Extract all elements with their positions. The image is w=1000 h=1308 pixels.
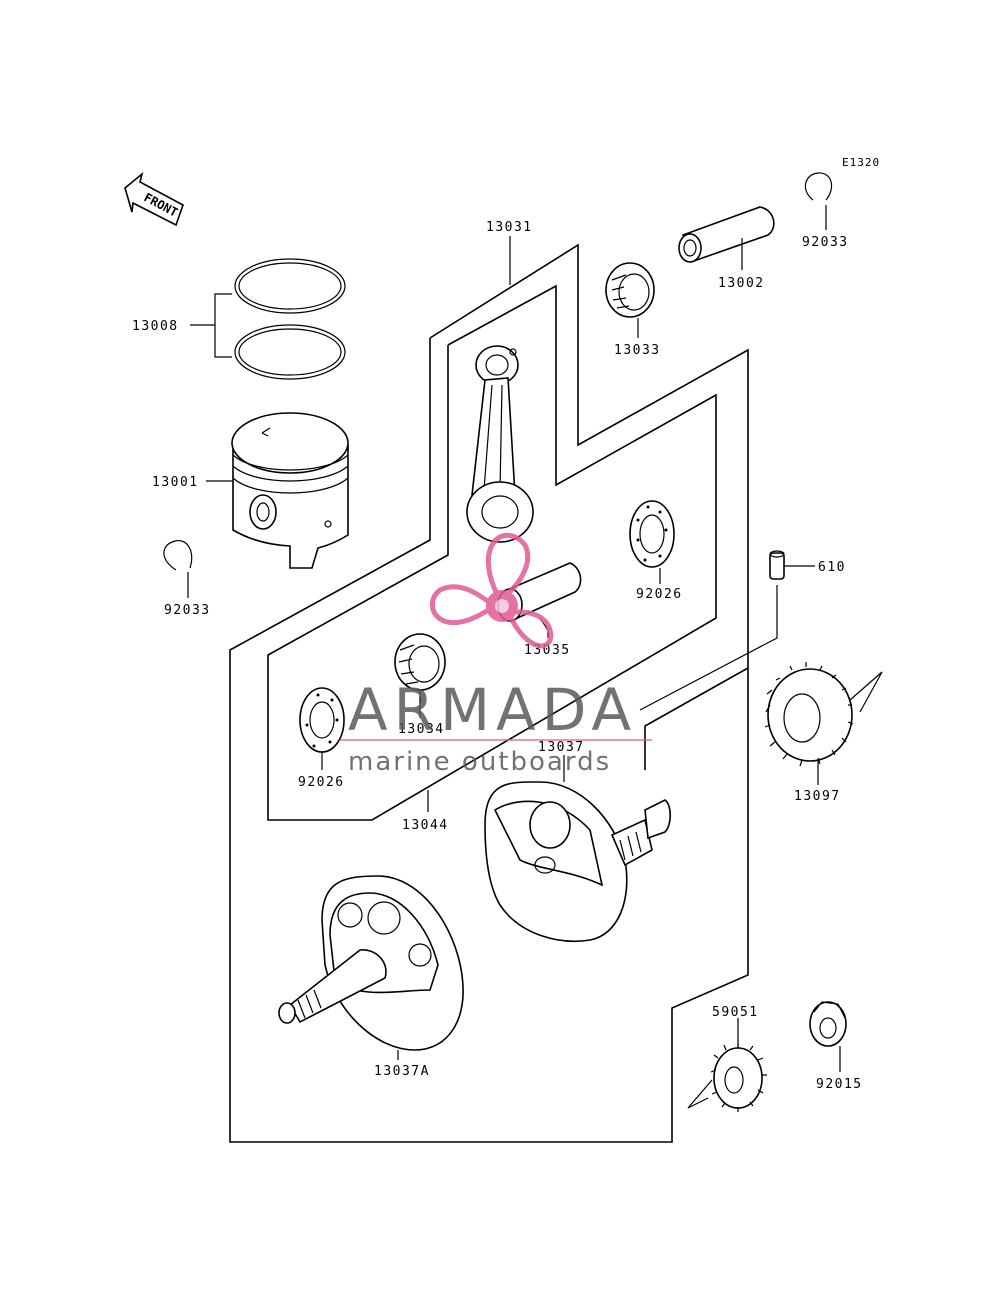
diagram-code: E1320 xyxy=(842,156,880,169)
part-label-92026-left: 92026 xyxy=(298,775,345,790)
part-label-13097: 13097 xyxy=(794,789,841,804)
part-label-13034: 13034 xyxy=(398,722,445,737)
part-label-92026-right: 92026 xyxy=(636,587,683,602)
part-label-13037A: 13037A xyxy=(374,1064,430,1079)
group-outline-13044 xyxy=(267,284,717,821)
circlip-left xyxy=(163,540,193,571)
needle-bearing-top xyxy=(605,262,655,318)
watermark-subtitle: marine outboards xyxy=(348,747,611,777)
part-label-13031: 13031 xyxy=(486,220,533,235)
part-label-13008: 13008 xyxy=(132,319,179,334)
flange-nut xyxy=(809,1001,847,1047)
leader-13008 xyxy=(190,293,232,358)
part-label-13002: 13002 xyxy=(718,276,765,291)
part-label-92033-left: 92033 xyxy=(164,603,211,618)
part-label-13001: 13001 xyxy=(152,475,199,490)
watermark: ARMADA marine outboards xyxy=(340,532,652,777)
crankshaft-right xyxy=(484,781,672,943)
front-arrow-icon: FRONT xyxy=(124,171,184,227)
leader-610-down xyxy=(639,585,778,711)
thrust-washer-right xyxy=(629,500,675,568)
part-label-92033-right: 92033 xyxy=(802,235,849,250)
gear-small xyxy=(687,1043,767,1112)
group-outline-13031 xyxy=(429,243,749,770)
part-label-13033: 13033 xyxy=(614,343,661,358)
dowel-pin xyxy=(769,550,785,580)
part-label-13044: 13044 xyxy=(402,818,449,833)
part-label-92015: 92015 xyxy=(816,1077,863,1092)
connecting-rod xyxy=(466,345,534,543)
watermark-title: ARMADA xyxy=(348,676,637,744)
group-outline-inner xyxy=(229,338,749,1143)
piston-pin xyxy=(678,206,775,264)
part-label-13037: 13037 xyxy=(538,740,585,755)
piston-rings xyxy=(234,258,346,380)
circlip-right xyxy=(804,172,833,201)
gear-large xyxy=(764,662,883,767)
propeller-logo-icon xyxy=(429,532,554,649)
thrust-washer-left xyxy=(299,687,345,753)
part-label-59051: 59051 xyxy=(712,1005,759,1020)
crankshaft-left xyxy=(278,875,464,1051)
piston xyxy=(231,412,349,569)
part-label-610: 610 xyxy=(818,560,846,575)
